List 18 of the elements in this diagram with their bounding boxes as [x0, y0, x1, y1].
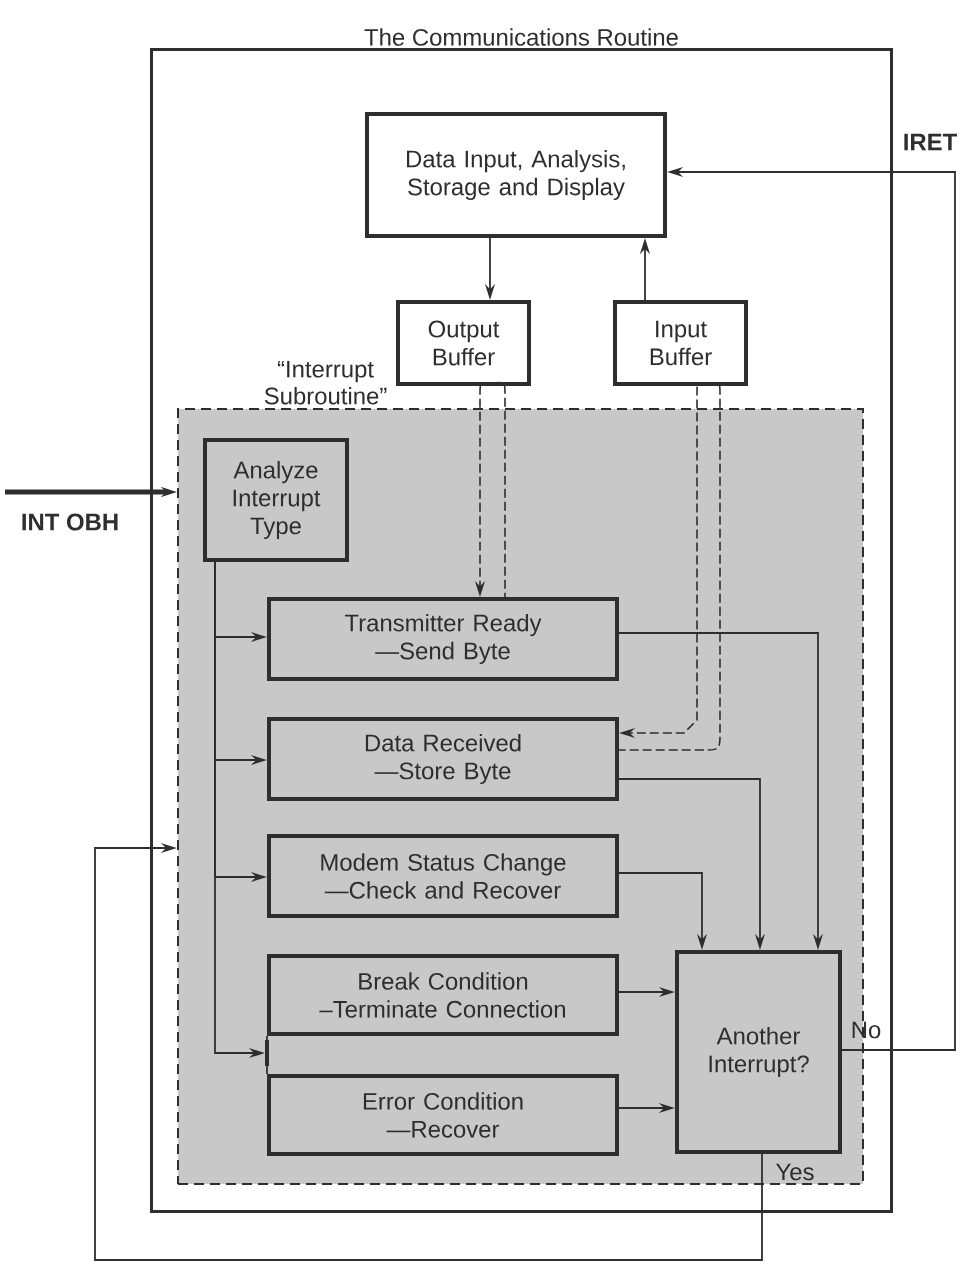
edge-label: No	[852, 1021, 881, 1039]
arrow	[94, 842, 763, 1261]
band-title: “Interrupt Subroutine”	[264, 360, 387, 405]
signal-label: IRET	[904, 133, 957, 151]
process-box: Transmitter Ready —Send Byte	[267, 597, 619, 681]
process-box: Data Input, Analysis, Storage and Display	[365, 112, 667, 238]
process-box: Modem Status Change —Check and Recover	[267, 834, 619, 918]
edge-label: Yes	[776, 1163, 814, 1181]
process-box: Input Buffer	[613, 300, 748, 386]
process-box: Data Received —Store Byte	[267, 717, 619, 801]
junction-bar	[265, 1040, 269, 1066]
process-box: Analyze Interrupt Type	[203, 438, 349, 562]
process-box: Output Buffer	[396, 300, 531, 386]
process-box: Break Condition –Terminate Connection	[267, 954, 619, 1036]
edge-label: INT OBH	[22, 513, 118, 531]
process-box: Another Interrupt?	[675, 950, 842, 1154]
frame-title: The Communications Routine	[364, 28, 678, 46]
process-box: Error Condition —Recover	[267, 1074, 619, 1156]
